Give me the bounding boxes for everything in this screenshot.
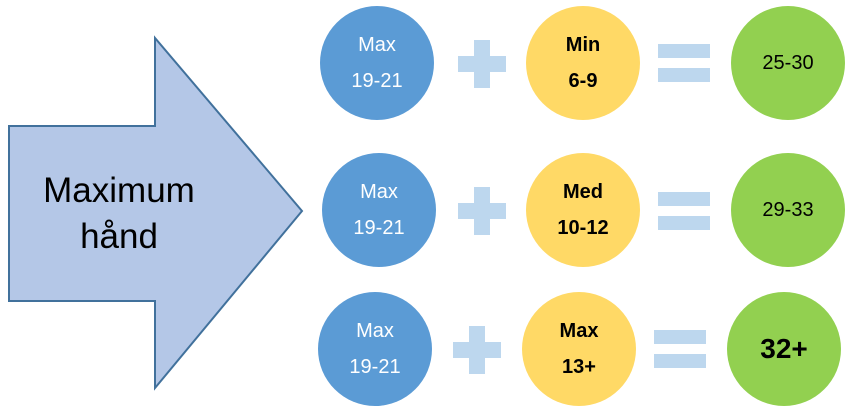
row1-min-circle: Min 6-9 [526,6,640,120]
row1-max-range: 19-21 [351,70,403,92]
row3-equals-icon [654,330,706,370]
row3-max2-circle: Max 13+ [522,292,636,406]
row3-max-range: 19-21 [349,356,401,378]
row3-result: 32+ [760,333,808,364]
arrow-label: Maximum hånd [14,168,224,260]
row3-max2-title: Max [559,320,599,342]
row1-plus-icon [458,40,506,88]
row2-max-title: Max [360,181,398,203]
row3-max2-range: 13+ [562,356,596,378]
arrow-label-line2: hånd [80,217,158,256]
row1-result-circle: 25-30 [731,6,845,120]
row1-max-title: Max [358,34,396,56]
arrow-label-line1: Maximum [43,171,195,210]
row1-min-title: Min [565,34,601,56]
row1-result: 25-30 [762,51,814,74]
row2-max-circle: Max 19-21 [322,153,436,267]
row2-med-range: 10-12 [557,217,609,239]
row1-max-circle: Max 19-21 [320,6,434,120]
row1-min-range: 6-9 [568,70,598,92]
row1-equals-icon [658,44,710,84]
row2-result: 29-33 [762,198,814,221]
row2-med-title: Med [563,181,603,203]
row2-equals-icon [658,192,710,232]
row2-plus-icon [458,187,506,235]
row2-max-range: 19-21 [353,217,405,239]
row3-max-title: Max [356,320,394,342]
row3-plus-icon [453,326,501,374]
row2-med-circle: Med 10-12 [526,153,640,267]
row3-max-circle: Max 19-21 [318,292,432,406]
row2-result-circle: 29-33 [731,153,845,267]
row3-result-circle: 32+ [727,292,841,406]
